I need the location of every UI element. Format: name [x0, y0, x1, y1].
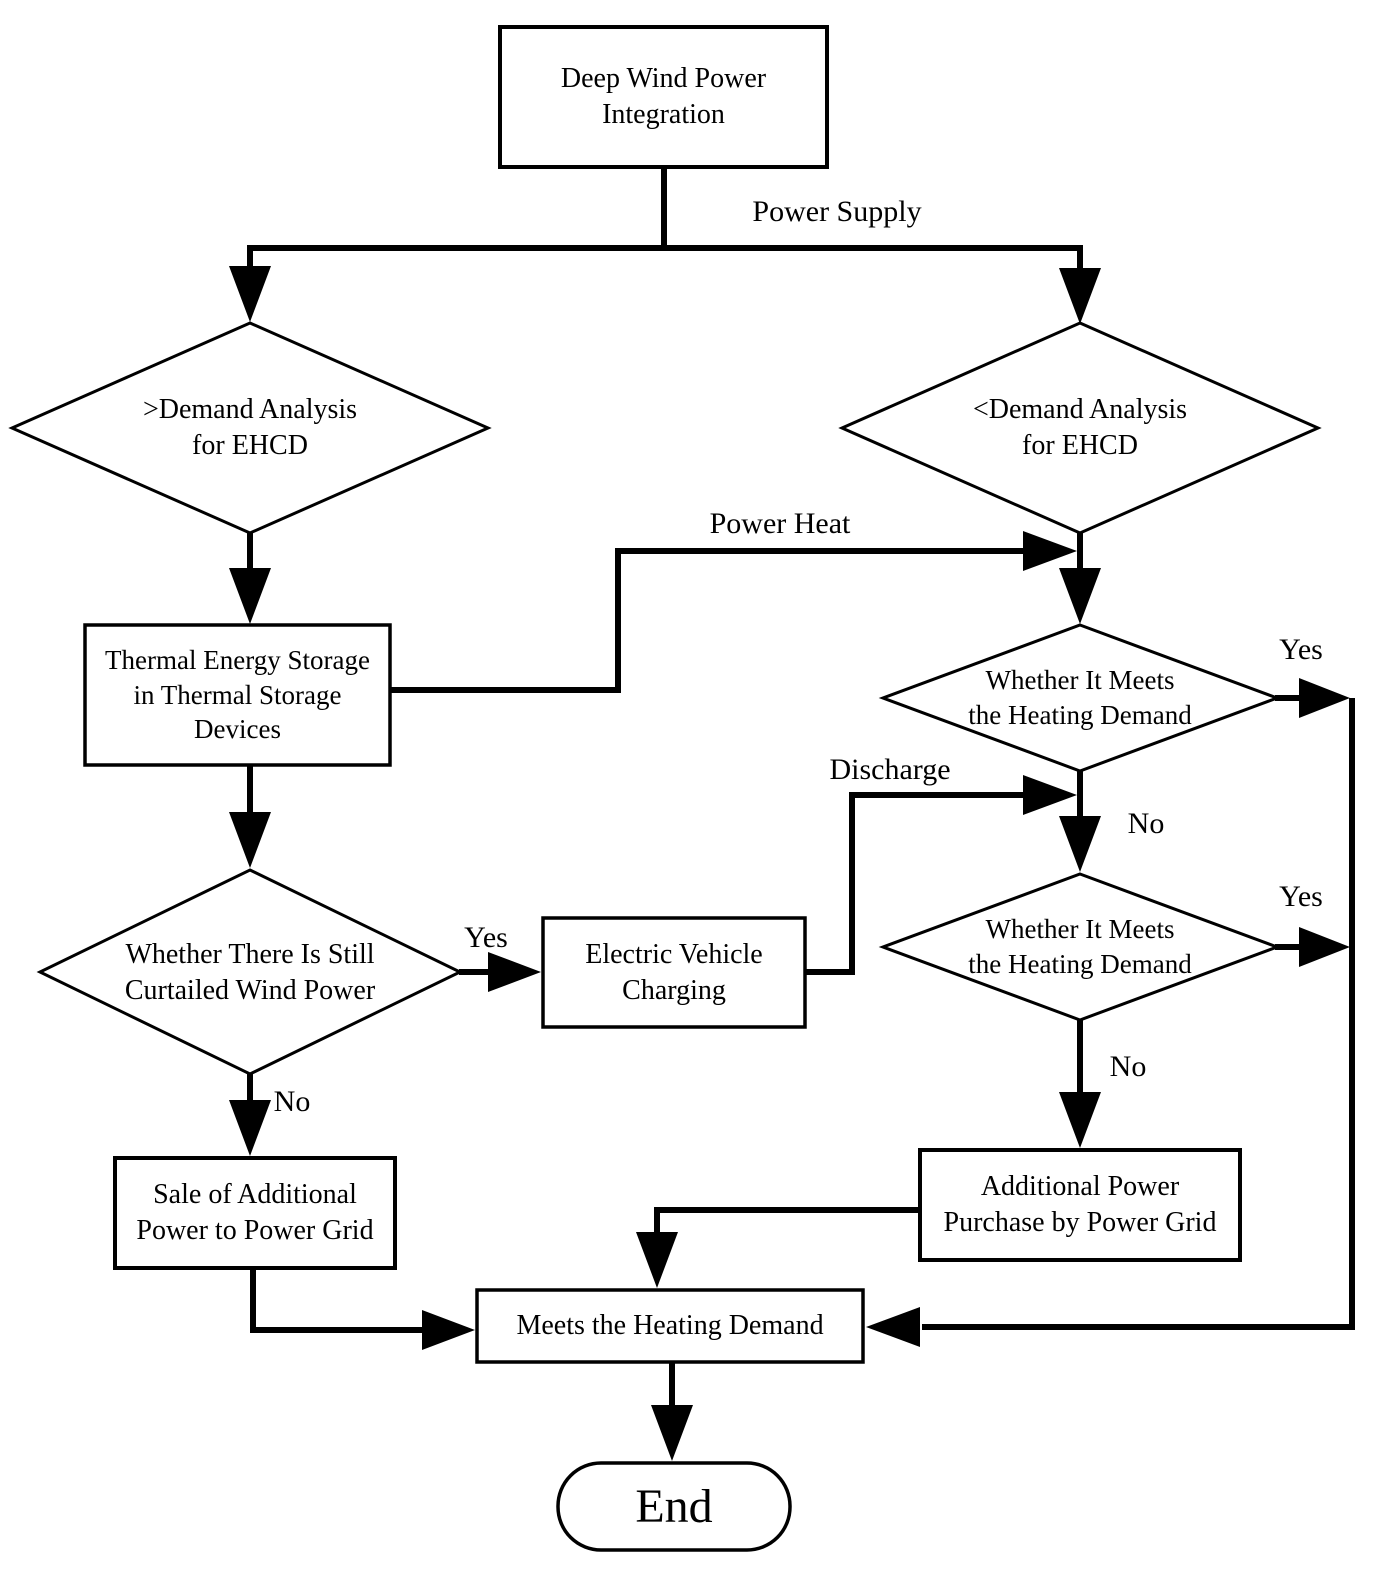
ev-box-shape [541, 916, 807, 1029]
node-thermal-storage: Thermal Energy Storage in Thermal Storag… [105, 645, 370, 745]
arrowheads [229, 266, 1350, 1461]
whether2-diamond-shape [878, 872, 1282, 1022]
arrowhead-icon [1023, 775, 1077, 815]
arrowhead-icon [1059, 816, 1101, 872]
node-demand-lt: <Demand Analysis for EHCD [972, 394, 1188, 461]
arrowhead-icon [1299, 927, 1350, 967]
arrowhead-icon [1059, 268, 1101, 324]
demand-gt-diamond-shape [8, 321, 492, 535]
arrowhead-icon [866, 1307, 920, 1347]
edge-purchase-to-meets [654, 1207, 922, 1236]
end-oval-shape [556, 1461, 792, 1552]
node-whether-meets-2: Whether It Meets the Heating Demand [968, 914, 1192, 979]
shapes [8, 25, 1322, 1552]
purchase-box-shape [918, 1148, 1242, 1262]
whether1-diamond-shape [878, 623, 1282, 773]
node-purchase-power: Additional Power Purchase by Power Grid [943, 1171, 1217, 1238]
node-whether-meets-1: Whether It Meets the Heating Demand [968, 665, 1192, 730]
node-sale-power: Sale of Additional Power to Power Grid [136, 1179, 374, 1246]
edge-label-curtailed-yes: Yes [464, 921, 508, 954]
arrowhead-icon [229, 568, 271, 624]
arrowhead-icon [651, 1405, 693, 1461]
edge-label-whether1-no: No [1127, 807, 1165, 840]
arrowhead-icon [229, 812, 271, 868]
edge-label-discharge: Discharge [829, 753, 951, 786]
arrowhead-icon [636, 1232, 678, 1288]
edge-label-power-supply: Power Supply [752, 195, 922, 228]
edge-label-whether2-yes: Yes [1279, 880, 1323, 913]
node-end: End [635, 1479, 713, 1533]
edge-label-whether1-yes: Yes [1279, 633, 1323, 666]
arrowhead-icon [229, 266, 271, 322]
arrowhead-icon [422, 1310, 475, 1350]
edge-label-power-heat: Power Heat [709, 507, 851, 540]
edge-discharge [804, 792, 1024, 975]
sale-box-shape [113, 1156, 397, 1270]
arrowhead-icon [1299, 678, 1350, 718]
demand-lt-diamond-shape [838, 321, 1322, 535]
node-demand-gt: >Demand Analysis for EHCD [142, 394, 358, 461]
edge-power-heat [389, 548, 1024, 693]
start-box-shape [498, 25, 829, 169]
node-ev-charging: Electric Vehicle Charging [585, 938, 763, 1006]
node-meets-demand: Meets the Heating Demand [516, 1310, 824, 1342]
curtailed-diamond-shape [36, 868, 464, 1076]
arrowhead-icon [488, 952, 541, 992]
edge-sale-to-meets [250, 1266, 423, 1333]
node-curtailed-wind: Whether There Is Still Curtailed Wind Po… [124, 938, 376, 1006]
edge-label-whether2-no: No [1109, 1050, 1147, 1083]
edge-label-curtailed-no: No [273, 1085, 311, 1118]
arrowhead-icon [1059, 1092, 1101, 1148]
arrowhead-icon [229, 1100, 271, 1156]
arrowhead-icon [1023, 531, 1077, 571]
meets-box-shape [475, 1288, 865, 1364]
thermal-box-shape [83, 623, 392, 767]
edge-start-split [247, 167, 1083, 272]
arrowhead-icon [1059, 568, 1101, 624]
node-start: Deep Wind Power Integration [560, 63, 767, 130]
